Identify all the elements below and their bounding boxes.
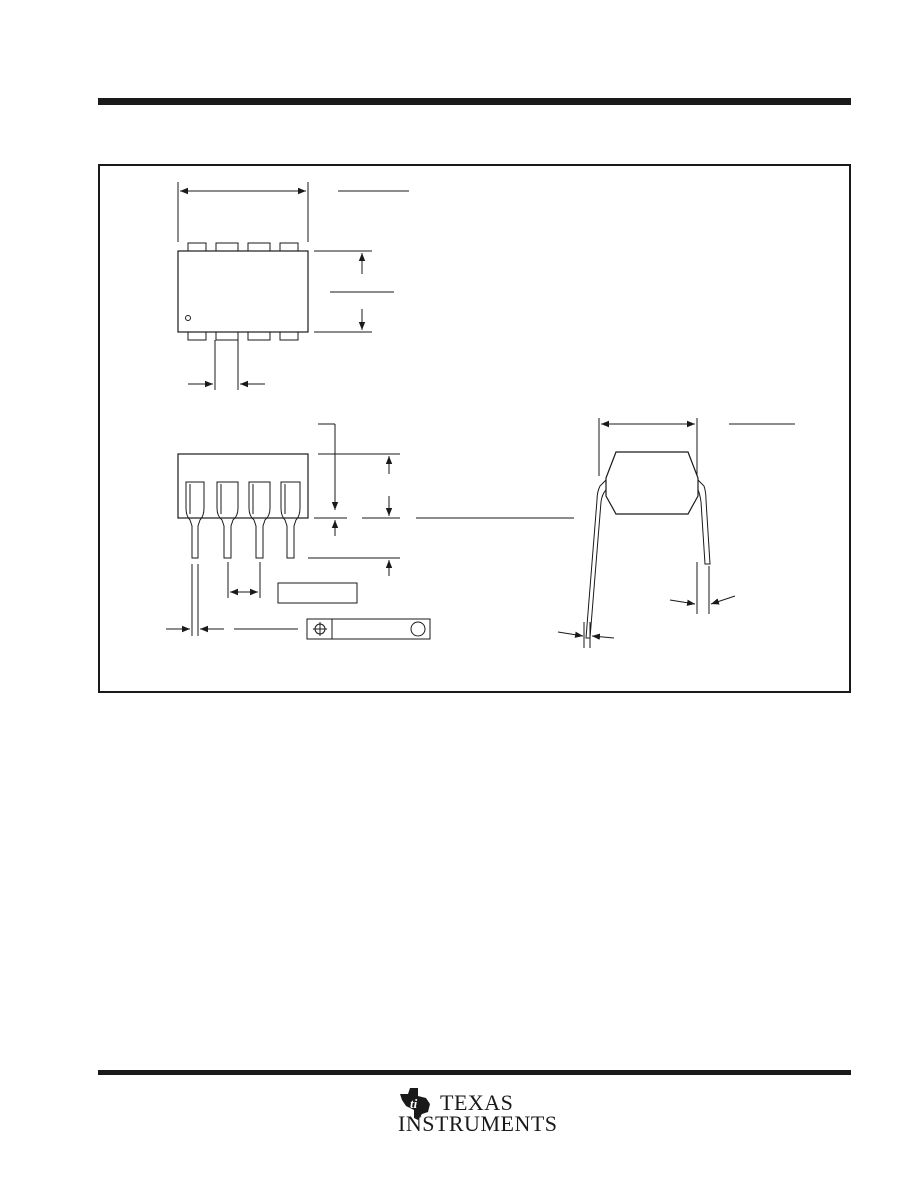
- front-lead: [280, 481, 301, 559]
- ti-state-logo-icon: ti: [400, 1088, 430, 1120]
- front-lead: [185, 481, 205, 559]
- bottom-pin-tab: [215, 331, 239, 341]
- top-pin-tab: [215, 242, 239, 252]
- front-lead: [248, 481, 271, 559]
- logo-line-instruments: INSTRUMENTS: [398, 1111, 558, 1136]
- top-pin-tab: [187, 242, 207, 252]
- front-view-body: [177, 453, 309, 519]
- logo-line-texas: TEXAS: [440, 1090, 514, 1115]
- end-view-lead-left: [585, 479, 607, 639]
- pin1-marker-icon: [185, 315, 191, 321]
- front-lead: [216, 481, 239, 559]
- bottom-pin-tab: [279, 331, 299, 341]
- svg-text:ti: ti: [410, 1096, 418, 1111]
- top-view: [177, 182, 409, 390]
- end-view: [557, 418, 795, 648]
- texas-instruments-logo: ti TEXAS INSTRUMENTS: [396, 1084, 558, 1140]
- end-view-body: [605, 451, 699, 515]
- package-outline-drawing: [166, 182, 795, 648]
- pitch-dimension-box: [277, 582, 358, 604]
- bottom-pin-tab: [187, 331, 207, 341]
- tolerance-frame: [306, 618, 431, 640]
- footer-rule: [98, 1070, 851, 1075]
- circle-m-modifier-icon: [410, 621, 426, 637]
- bottom-pin-tab: [247, 331, 271, 341]
- package-drawing-frame: [98, 164, 851, 693]
- front-view: [166, 423, 574, 640]
- top-pin-tab: [279, 242, 299, 252]
- top-view-body: [177, 250, 309, 333]
- end-view-lead-right: [697, 479, 711, 565]
- top-pin-tab: [247, 242, 271, 252]
- header-rule: [98, 98, 851, 105]
